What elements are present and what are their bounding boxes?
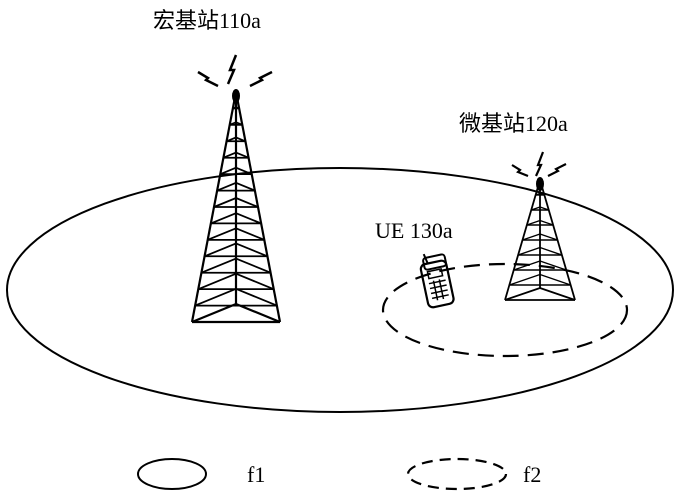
legend-solid-label: f1: [247, 462, 265, 487]
legend-dashed-ellipse: [406, 457, 508, 491]
legend: f1 f2: [137, 457, 541, 491]
micro-base-station-label: 微基站120a: [459, 111, 568, 136]
ue-phone-icon: [419, 253, 455, 309]
ue-label: UE 130a: [375, 218, 453, 243]
micro-base-station-tower: [504, 177, 576, 301]
micro-signal-icon: [511, 151, 567, 178]
legend-dashed-label: f2: [523, 462, 541, 487]
legend-solid-ellipse: [137, 458, 207, 490]
macro-base-station-tower: [190, 89, 282, 324]
micro-coverage-area: [381, 262, 629, 358]
macro-base-station-label: 宏基站110a: [153, 8, 261, 33]
macro-coverage-area: [6, 167, 674, 413]
macro-signal-icon: [197, 54, 273, 88]
